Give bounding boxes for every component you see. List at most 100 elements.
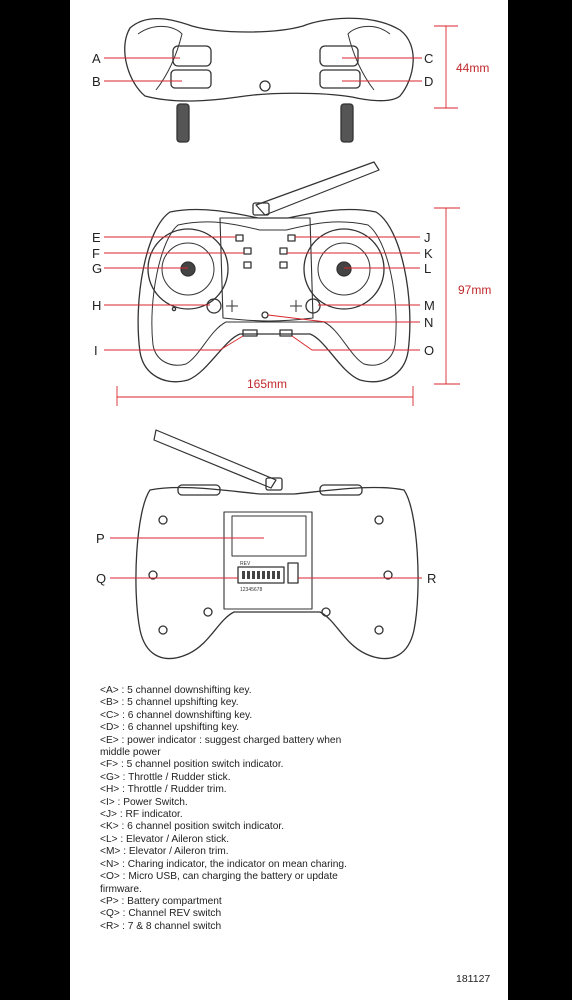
power-switch[interactable] [242,329,258,337]
legend-item-f: <F> : 5 channel position switch indicato… [100,759,284,771]
callout-a: A [92,51,101,66]
callout-q: Q [96,571,106,586]
legend-item-j: <J> : RF indicator. [100,809,183,821]
legend-item-e: <E> : power indicator : suggest charged … [100,734,342,759]
callout-k: K [424,246,433,261]
front-view-antenna [255,161,380,216]
rev-label: REV [240,561,251,567]
top-view-left-stick [176,103,190,143]
back-view-antenna [153,429,277,489]
channel-rev-switch[interactable] [237,566,285,584]
callout-p: P [96,531,105,546]
legend-item-h: <H> : Throttle / Rudder trim. [100,784,227,796]
back-view [135,429,419,660]
legend-item-n: <N> : Charing indicator, the indicator o… [100,858,347,870]
dimension-height-front: 97mm [458,283,491,297]
legend-item-q: <Q> : Channel REV switch [100,908,222,920]
legend-item-m: <M> : Elevator / Aileron trim. [100,846,229,858]
charging-indicator [261,311,269,319]
screw-4 [383,570,393,580]
top-view-right-stick [340,103,354,143]
ch78-switch[interactable] [287,562,299,584]
legend-item-r: <R> : 7 & 8 channel switch [100,920,222,932]
front-view [137,161,411,383]
throttle-rudder-stick[interactable] [180,261,196,277]
screw-3 [148,570,158,580]
callout-l: L [424,261,431,276]
front-view-small-hole [171,306,177,312]
stick-g-outer [147,228,229,310]
top-view-body [124,17,414,102]
callout-c: C [424,51,433,66]
screw-7 [158,625,168,635]
legend-item-i: <I> : Power Switch. [100,796,188,808]
left-trim-cross-icon [226,300,238,312]
legend-item-g: <G> : Throttle / Rudder stick. [100,771,231,783]
controller-diagram: A B C D E F G H I J K L M N O P Q R 44mm… [92,17,491,660]
legend-item-l: <L> : Elevator / Aileron stick. [100,833,230,845]
elevator-aileron-trim[interactable] [305,298,321,314]
callout-n: N [424,315,433,330]
elevator-aileron-stick[interactable] [336,261,352,277]
front-view-center-panel [219,217,314,322]
legend-item-p: <P> : Battery compartment [100,895,222,907]
back-view-body [135,486,419,660]
screw-5 [203,607,213,617]
legend-item-c: <C> : 6 channel downshifting key. [100,709,253,721]
ch5-indicator-top [243,247,252,255]
dip-numbers-label: 12345678 [240,587,262,593]
ch5-indicator-bottom [243,261,252,269]
callout-i: I [94,343,98,358]
legend-item-o: <O> : Micro USB, can charging the batter… [100,871,338,895]
legend-item-k: <K> : 6 channel position switch indicato… [100,821,285,833]
key-d[interactable] [319,69,361,89]
callout-e: E [92,230,101,245]
front-view-body [137,208,411,383]
screw-2 [374,515,384,525]
callout-leaders [104,25,460,579]
diagram-sheet: A B C D E F G H I J K L M N O P Q R 44mm… [70,0,508,1000]
callout-o: O [424,343,434,358]
key-c[interactable] [319,45,359,67]
power-indicator [235,234,244,242]
legend-item-b: <B> : 5 channel upshifting key. [100,697,239,709]
stick-l-outer [303,228,385,310]
top-view-right-grip [347,26,391,91]
rf-indicator [287,234,296,242]
battery-compartment[interactable] [231,515,307,557]
right-trim-cross-icon [290,300,302,312]
key-b[interactable] [170,69,212,89]
micro-usb-port[interactable] [279,329,293,337]
key-a[interactable] [172,45,212,67]
dimension-height-top: 44mm [456,61,489,75]
front-view-inner-outline [151,221,397,366]
stick-l-mid [317,242,371,296]
footer-code: 181127 [456,973,491,985]
ch6-indicator-top [279,247,288,255]
top-view-left-grip [137,26,183,91]
callout-r: R [427,571,436,586]
dimension-width: 165mm [247,377,287,391]
front-view-antenna-base [252,202,270,216]
back-view-antenna-base [265,477,283,491]
legend-item-d: <D> : 6 channel upshifting key. [100,722,240,734]
callout-h: H [92,298,101,313]
callout-f: F [92,246,100,261]
throttle-rudder-trim[interactable] [206,298,222,314]
back-view-right-bumper [319,484,363,496]
callout-g: G [92,261,102,276]
callout-j: J [424,230,431,245]
battery-compartment-frame [223,511,313,610]
dip-switches [242,571,280,579]
ch6-indicator-bottom [279,261,288,269]
legend-list: <A> : 5 channel downshifting key. <B> : … [100,685,350,933]
screw-6 [321,607,331,617]
stick-g-mid [161,242,215,296]
top-view [124,17,414,143]
screw-8 [374,625,384,635]
screw-1 [158,515,168,525]
back-view-left-bumper [177,484,221,496]
callout-labels: A B C D E F G H I J K L M N O P Q R [92,51,436,586]
callout-b: B [92,74,101,89]
callout-m: M [424,298,435,313]
